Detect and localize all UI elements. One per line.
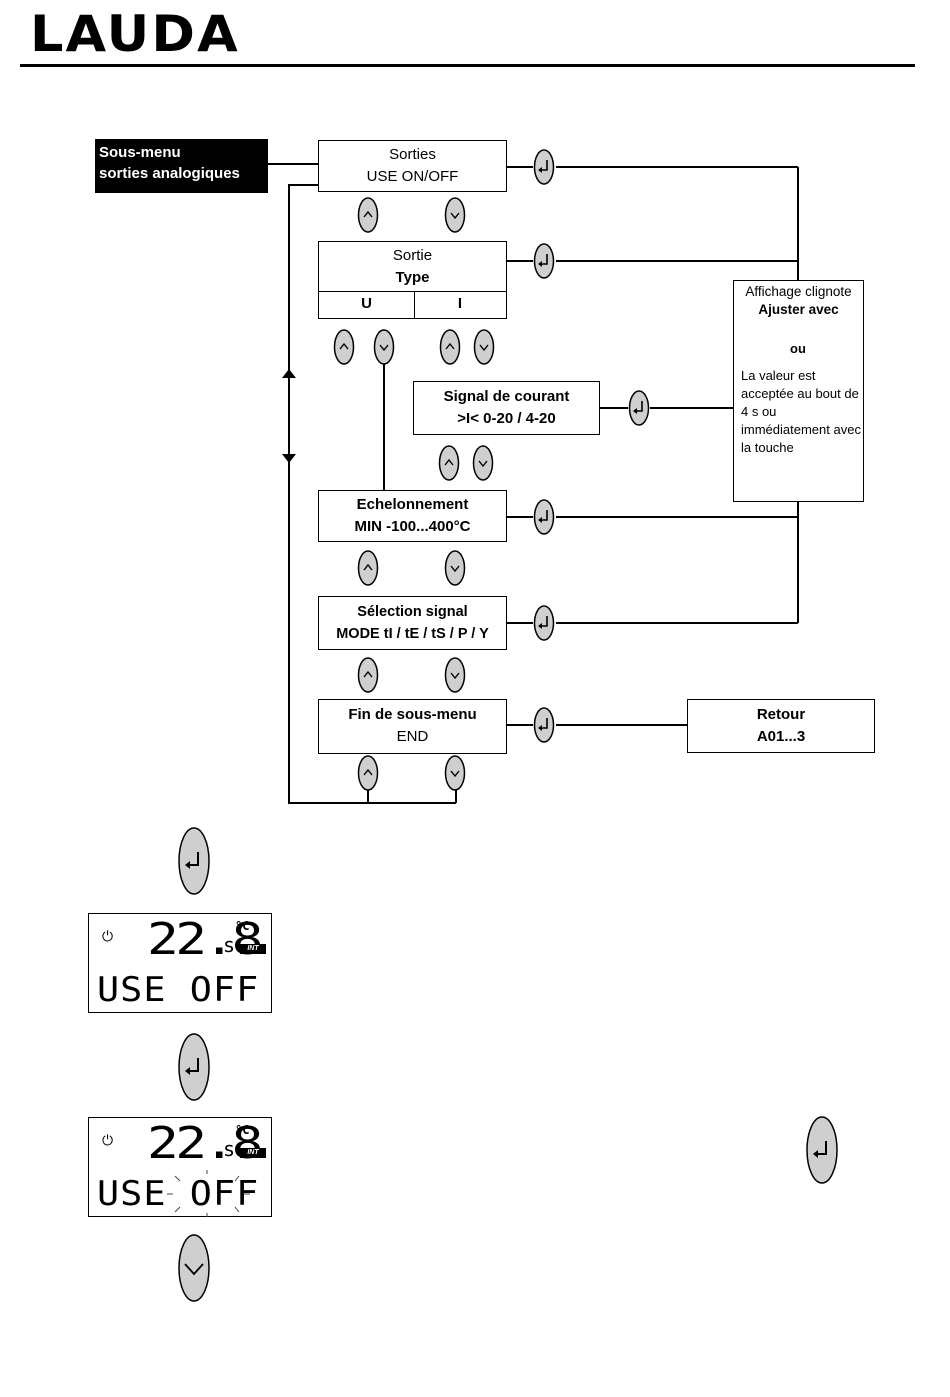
arrow-down-key-icon (473, 329, 495, 365)
enter-key-icon (178, 827, 210, 895)
note-ou: ou (790, 341, 806, 356)
arrow-up-key-icon (438, 445, 460, 481)
lcd-suffix: s (223, 1137, 236, 1161)
node-sorties-title: Sorties (389, 146, 436, 163)
arrow-up-key-icon (357, 550, 379, 586)
note-line1: Affichage clignote (745, 284, 852, 299)
header-rule (20, 64, 915, 67)
enter-key-icon (628, 390, 650, 426)
node-selection-signal: Sélection signal MODE tI / tE / tS / P /… (318, 596, 507, 650)
lcd-temperature: 22.8 (147, 1118, 263, 1169)
node-sortie-type-split (414, 291, 415, 318)
node-sortie-type: Sortie Type U I (318, 241, 507, 319)
arrow-up-key-icon (333, 329, 355, 365)
node-sorties-value: USE ON/OFF (366, 168, 459, 185)
arrow-up-key-icon (357, 657, 379, 693)
submenu-label-line2: sorties analogiques (99, 165, 240, 182)
node-echelonnement-value: MIN -100...400°C (354, 518, 471, 535)
node-echelonnement-title: Echelonnement (356, 496, 469, 513)
node-sortie-type-title: Sortie (392, 247, 433, 264)
enter-key-icon (533, 707, 555, 743)
arrow-down-key-icon (444, 197, 466, 233)
arrow-down-key-icon (444, 657, 466, 693)
note-line2: Ajuster avec (758, 302, 839, 317)
node-sortie-type-divider (319, 291, 506, 292)
arrow-down-key-icon (178, 1234, 210, 1302)
blink-rays-icon (167, 1170, 250, 1217)
node-fin-sous-menu: Fin de sous-menu END (318, 699, 507, 754)
node-retour-title: Retour (756, 706, 806, 723)
enter-key-icon (806, 1116, 838, 1184)
node-selection-signal-value: MODE tI / tE / tS / P / Y (336, 626, 489, 642)
lcd-display-blinking: ⏻ 22.8 s °C INT USE OFF (88, 1117, 272, 1217)
arrow-down-key-icon (444, 550, 466, 586)
arrow-up-key-icon (439, 329, 461, 365)
enter-key-icon (178, 1033, 210, 1101)
submenu-label: Sous-menu sorties analogiques (95, 139, 268, 193)
note-body: La valeur est acceptée au bout de 4 s ou… (741, 368, 861, 455)
arrow-down-key-icon (472, 445, 494, 481)
lcd-int-badge: INT (240, 944, 266, 954)
arrow-down-key-icon (444, 755, 466, 791)
enter-key-icon (533, 243, 555, 279)
node-signal-courant-title: Signal de courant (443, 388, 570, 405)
note-box: Affichage clignote Ajuster avec ou La va… (733, 280, 864, 502)
power-icon: ⏻ (102, 928, 114, 944)
type-u-label: U (361, 295, 372, 312)
node-signal-courant: Signal de courant >I< 0-20 / 4-20 (413, 381, 600, 435)
lcd-line2: USE OFF (97, 1174, 260, 1214)
node-signal-courant-value: >I< 0-20 / 4-20 (457, 410, 556, 427)
arrow-up-key-icon (357, 755, 379, 791)
node-selection-signal-title: Sélection signal (357, 604, 468, 620)
enter-key-icon (533, 499, 555, 535)
submenu-label-line1: Sous-menu (99, 144, 181, 161)
lcd-temperature: 22.8 (147, 914, 263, 965)
arrow-down-key-icon (373, 329, 395, 365)
power-icon: ⏻ (102, 1132, 114, 1148)
enter-key-icon (533, 149, 555, 185)
node-sorties: Sorties USE ON/OFF (318, 140, 507, 192)
lcd-line2: USE OFF (97, 970, 260, 1010)
node-sortie-type-value: Type (395, 269, 430, 286)
type-i-label: I (457, 295, 463, 312)
lcd-suffix: s (223, 933, 236, 957)
node-retour-value: A01...3 (756, 728, 806, 745)
lcd-display: ⏻ 22.8 s °C INT USE OFF (88, 913, 272, 1013)
arrow-up-key-icon (357, 197, 379, 233)
enter-key-icon (533, 605, 555, 641)
lauda-logo: LAUDA (30, 5, 240, 63)
lcd-unit: °C (235, 919, 250, 933)
lcd-int-badge: INT (240, 1148, 266, 1158)
node-retour: Retour A01...3 (687, 699, 875, 753)
node-fin-sous-menu-value: END (396, 728, 429, 745)
lcd-unit: °C (235, 1123, 250, 1137)
node-echelonnement: Echelonnement MIN -100...400°C (318, 490, 507, 542)
node-fin-sous-menu-title: Fin de sous-menu (348, 706, 477, 723)
